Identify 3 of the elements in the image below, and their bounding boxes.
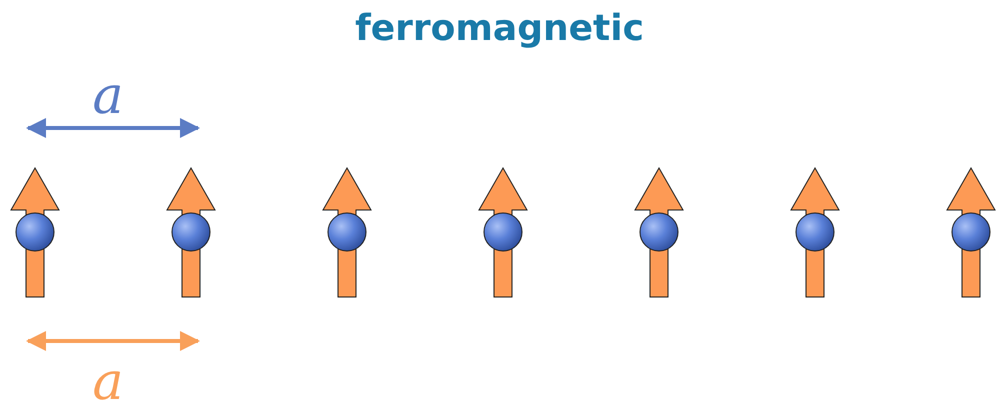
title: ferromagnetic bbox=[354, 8, 645, 49]
lattice-constant-label: a bbox=[91, 66, 124, 126]
lattice-constant-label: a bbox=[91, 352, 124, 404]
